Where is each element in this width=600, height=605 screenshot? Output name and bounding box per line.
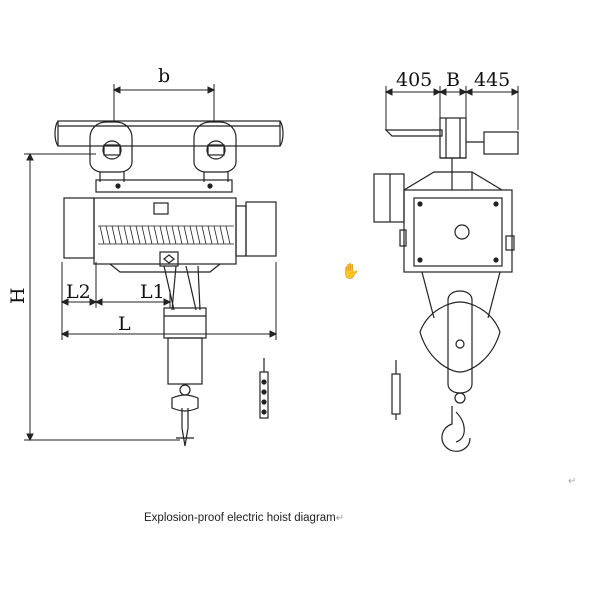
hoist-ropes (163, 265, 201, 311)
dimension-l2-l1 (60, 262, 172, 340)
trolley-frame (95, 179, 233, 193)
dimension-l-label: L (118, 313, 131, 335)
dimension-405-label: 405 (396, 69, 432, 91)
corner-return-mark: ↵ (568, 476, 577, 487)
side-hook-block (419, 271, 501, 452)
trolley-left (89, 121, 133, 182)
side-pendant (391, 360, 401, 420)
dimension-h (24, 152, 180, 442)
side-trolley (384, 117, 519, 172)
dimension-445-label: 445 (474, 69, 510, 91)
dimension-l (60, 262, 278, 340)
dimension-l2-label: L2 (66, 281, 91, 303)
dimension-l1-label: L1 (140, 281, 165, 303)
front-view: b H L2 L1 L (7, 65, 284, 447)
dimension-b-side-label: B (446, 69, 460, 91)
hook-block (163, 307, 207, 447)
diagram-caption: Explosion-proof electric hoist diagram↵ (144, 512, 344, 524)
dimension-h-label: H (7, 287, 29, 304)
i-beam-rail (54, 120, 284, 147)
caption-return-mark: ↵ (335, 513, 345, 524)
side-top-dimensions (384, 86, 520, 130)
hoist-body (63, 197, 277, 273)
dimension-b-label: b (158, 65, 170, 87)
pendant-control (259, 358, 269, 419)
trolley-right (193, 121, 237, 182)
dimension-b (112, 84, 216, 122)
hand-cursor-icon: ✋ (341, 262, 360, 280)
side-view: 405 B 445 (373, 69, 520, 452)
caption-text: Explosion-proof electric hoist diagram (144, 512, 336, 524)
side-housing (399, 171, 515, 273)
side-motor (373, 173, 405, 223)
